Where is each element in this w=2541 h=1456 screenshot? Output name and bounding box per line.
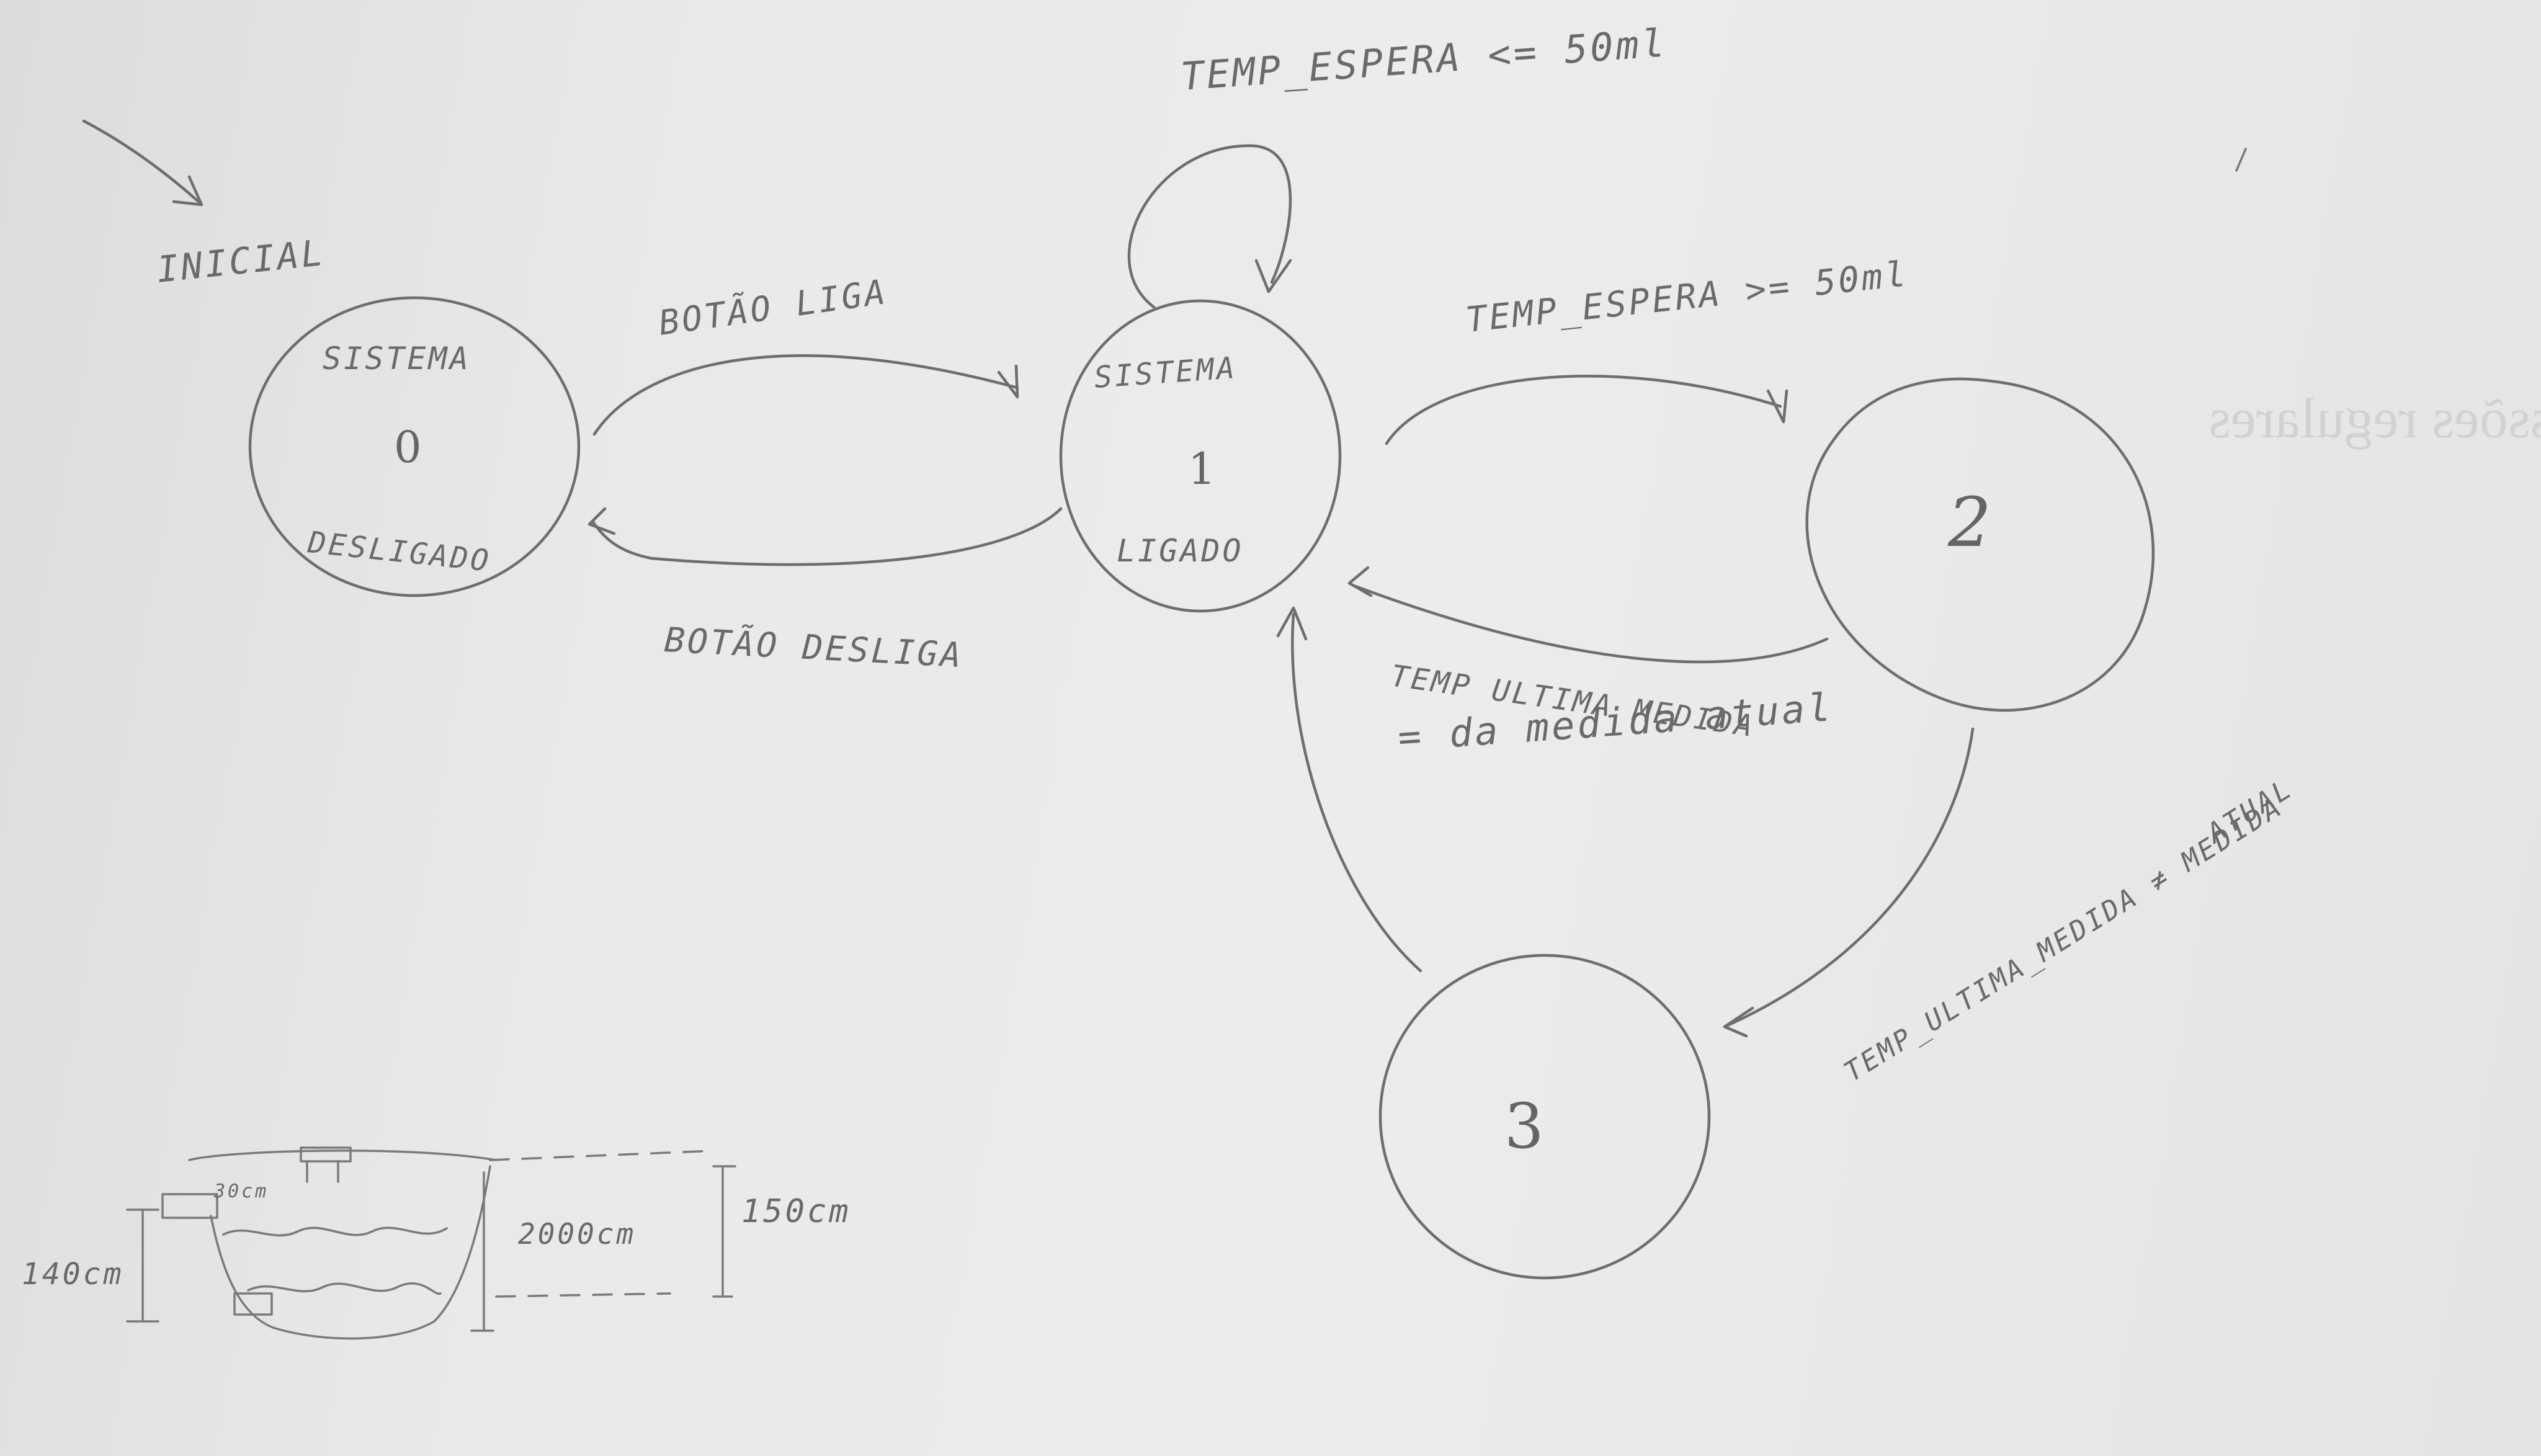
- state-2-number: 2: [1947, 483, 1991, 562]
- state-1: SISTEMA 1 LIGADO: [1059, 299, 1342, 613]
- tank-label-150: 150cm: [741, 1193, 851, 1230]
- label-0-to-1: BOTÃO LIGA: [656, 272, 890, 343]
- initial-label: INICIAL: [154, 231, 327, 291]
- state-0-number: 0: [394, 422, 422, 473]
- tank-label-140: 140cm: [22, 1257, 124, 1292]
- initial-arrow: [82, 119, 203, 207]
- state-2: 2: [1805, 377, 2155, 712]
- label-1-to-0: BOTÃO DESLIGA: [663, 620, 964, 675]
- self-loop-label: TEMP_ESPERA <= 50ml: [1179, 20, 1668, 99]
- tank-sketch: 140cm 30cm 2000cm 150cm: [22, 1146, 851, 1340]
- arrow-3-to-1: [1276, 606, 1422, 973]
- label-1-to-2: TEMP_ESPERA >= 50ml: [1464, 254, 1910, 341]
- state-1-top-text: SISTEMA: [1093, 351, 1238, 395]
- state-1-number: 1: [1188, 444, 1216, 494]
- arrow-1-to-2: [1385, 375, 1789, 445]
- state-3: 3: [1378, 954, 1711, 1280]
- self-loop-arrow: [1127, 144, 1292, 309]
- tank-label-2000: 2000cm: [518, 1217, 636, 1251]
- arrow-1-to-0: [587, 507, 1063, 566]
- state-1-bottom-text: LIGADO: [1117, 533, 1244, 569]
- tank-label-30: 30cm: [213, 1181, 269, 1202]
- arrow-0-to-1: [592, 354, 1019, 436]
- state-3-number: 3: [1504, 1090, 1544, 1163]
- state-0: SISTEMA 0 DESLIGADO: [248, 296, 581, 597]
- state-0-top-text: SISTEMA: [323, 341, 471, 377]
- stray-mark: [2235, 148, 2247, 172]
- arrow-2-to-3: [1723, 727, 1975, 1038]
- state-0-bottom-text: DESLIGADO: [306, 525, 493, 579]
- bleed-through-heading: Expressões regulares: [2208, 386, 2541, 450]
- arrow-2-to-1: [1347, 566, 1829, 664]
